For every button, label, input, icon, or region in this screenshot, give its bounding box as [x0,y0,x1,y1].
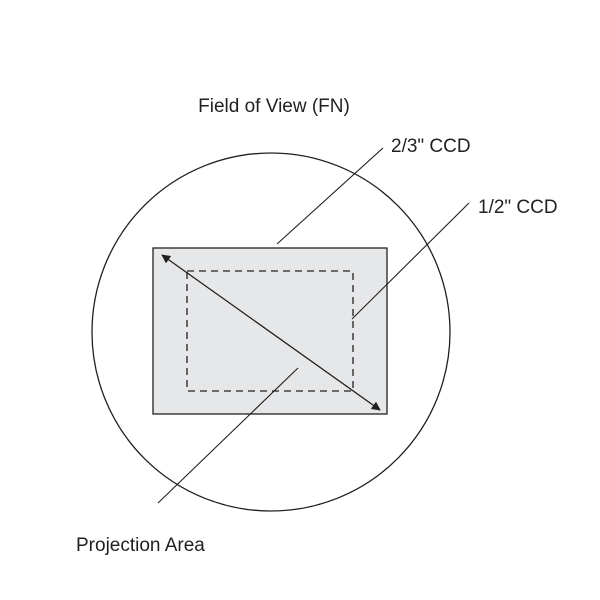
field-of-view-circle [91,152,451,512]
ccd-two-thirds-label: 2/3" CCD [391,136,471,157]
field-of-view-label: Field of View (FN) [198,96,350,117]
projection-area-label: Projection Area [76,535,205,556]
diagonal-double-arrow [161,254,381,411]
leader-line-ccd-two-thirds [276,147,384,245]
leader-line-projection-area [157,367,299,504]
leader-line-ccd-half [351,202,470,320]
ccd-half-label: 1/2" CCD [478,197,558,218]
